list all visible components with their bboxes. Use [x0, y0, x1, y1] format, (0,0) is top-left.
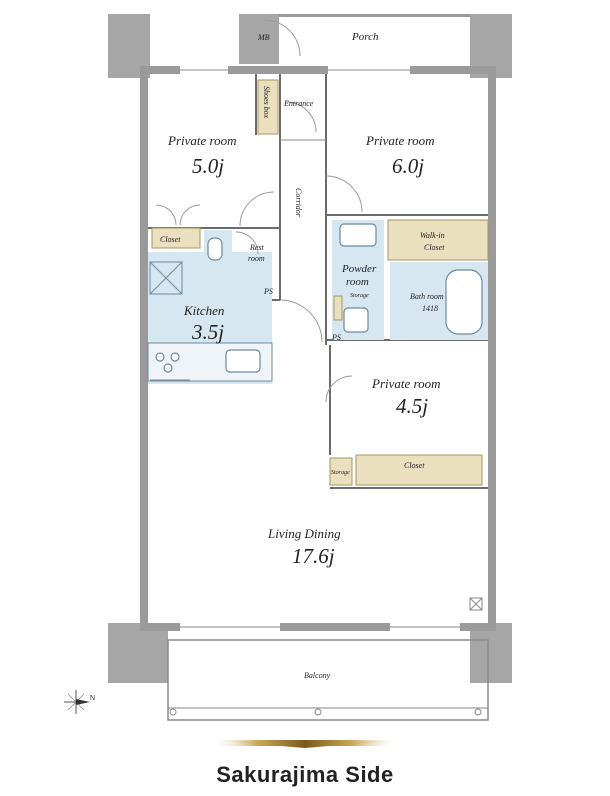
- walk-in-closet-label: Walk-in Closet: [420, 231, 447, 252]
- mb-label: MB: [257, 33, 270, 42]
- private-room-3-size: 4.5j: [396, 394, 428, 418]
- kitchen-fixtures: [147, 261, 273, 382]
- rest-room-label: Rest room: [248, 243, 266, 263]
- private-room-2-name: Private room: [365, 133, 434, 148]
- walk-in-line-2: Closet: [424, 243, 445, 252]
- banner-bar: [210, 740, 400, 746]
- kitchen-name: Kitchen: [183, 303, 224, 318]
- corridor-label: Corridor: [294, 188, 303, 218]
- kitchen-size: 3.5j: [191, 320, 224, 344]
- private-room-2-size: 6.0j: [392, 154, 424, 178]
- bath-line-2: 1418: [422, 304, 438, 313]
- powder-room-label: Powder room: [341, 263, 379, 288]
- powder-line-1: Powder: [341, 263, 377, 275]
- porch-label: Porch: [351, 31, 379, 43]
- balcony-label: Balcony: [304, 671, 331, 680]
- compass-letter: N: [90, 695, 95, 702]
- closet-2-label: Closet: [404, 461, 425, 470]
- exterior-walls: [140, 14, 496, 631]
- rest-room-line-1: Rest: [249, 243, 265, 252]
- doors: [155, 19, 363, 403]
- living-dining-size: 17.6j: [292, 544, 335, 568]
- closet-2-box: [355, 454, 483, 486]
- storage-1-box: [333, 295, 343, 321]
- entrance-label: Entrance: [283, 99, 314, 108]
- shoes-box-box: [257, 79, 279, 135]
- walk-in-closet-box: [387, 219, 489, 261]
- private-room-1-name: Private room: [167, 133, 236, 148]
- storage-1-label: Storage: [350, 293, 369, 299]
- bath-room-label: Bath room 1418: [410, 292, 446, 313]
- closet-1-label: Closet: [160, 235, 181, 244]
- bath-fixtures: [207, 223, 483, 335]
- storage-2-box: [329, 457, 353, 486]
- windows: [167, 69, 489, 721]
- bath-line-1: Bath room: [410, 292, 444, 301]
- walk-in-line-1: Walk-in: [420, 231, 445, 240]
- private-room-3-name: Private room: [371, 376, 440, 391]
- powder-line-2: room: [346, 276, 369, 288]
- ps-1-label: PS: [263, 287, 273, 296]
- compass-icon: [64, 690, 90, 714]
- closet-1-box: [151, 227, 201, 249]
- rest-room-line-2: room: [248, 254, 265, 263]
- banner-title: Sakurajima Side: [216, 762, 393, 787]
- private-room-1-size: 5.0j: [192, 154, 224, 178]
- shoes-box-label: Shoes box: [262, 86, 271, 119]
- ps-2-label: PS: [331, 333, 341, 342]
- living-dining-name: Living Dining: [267, 526, 341, 541]
- storage-2-label: Storage: [331, 470, 350, 476]
- structural-pillars: [108, 14, 512, 683]
